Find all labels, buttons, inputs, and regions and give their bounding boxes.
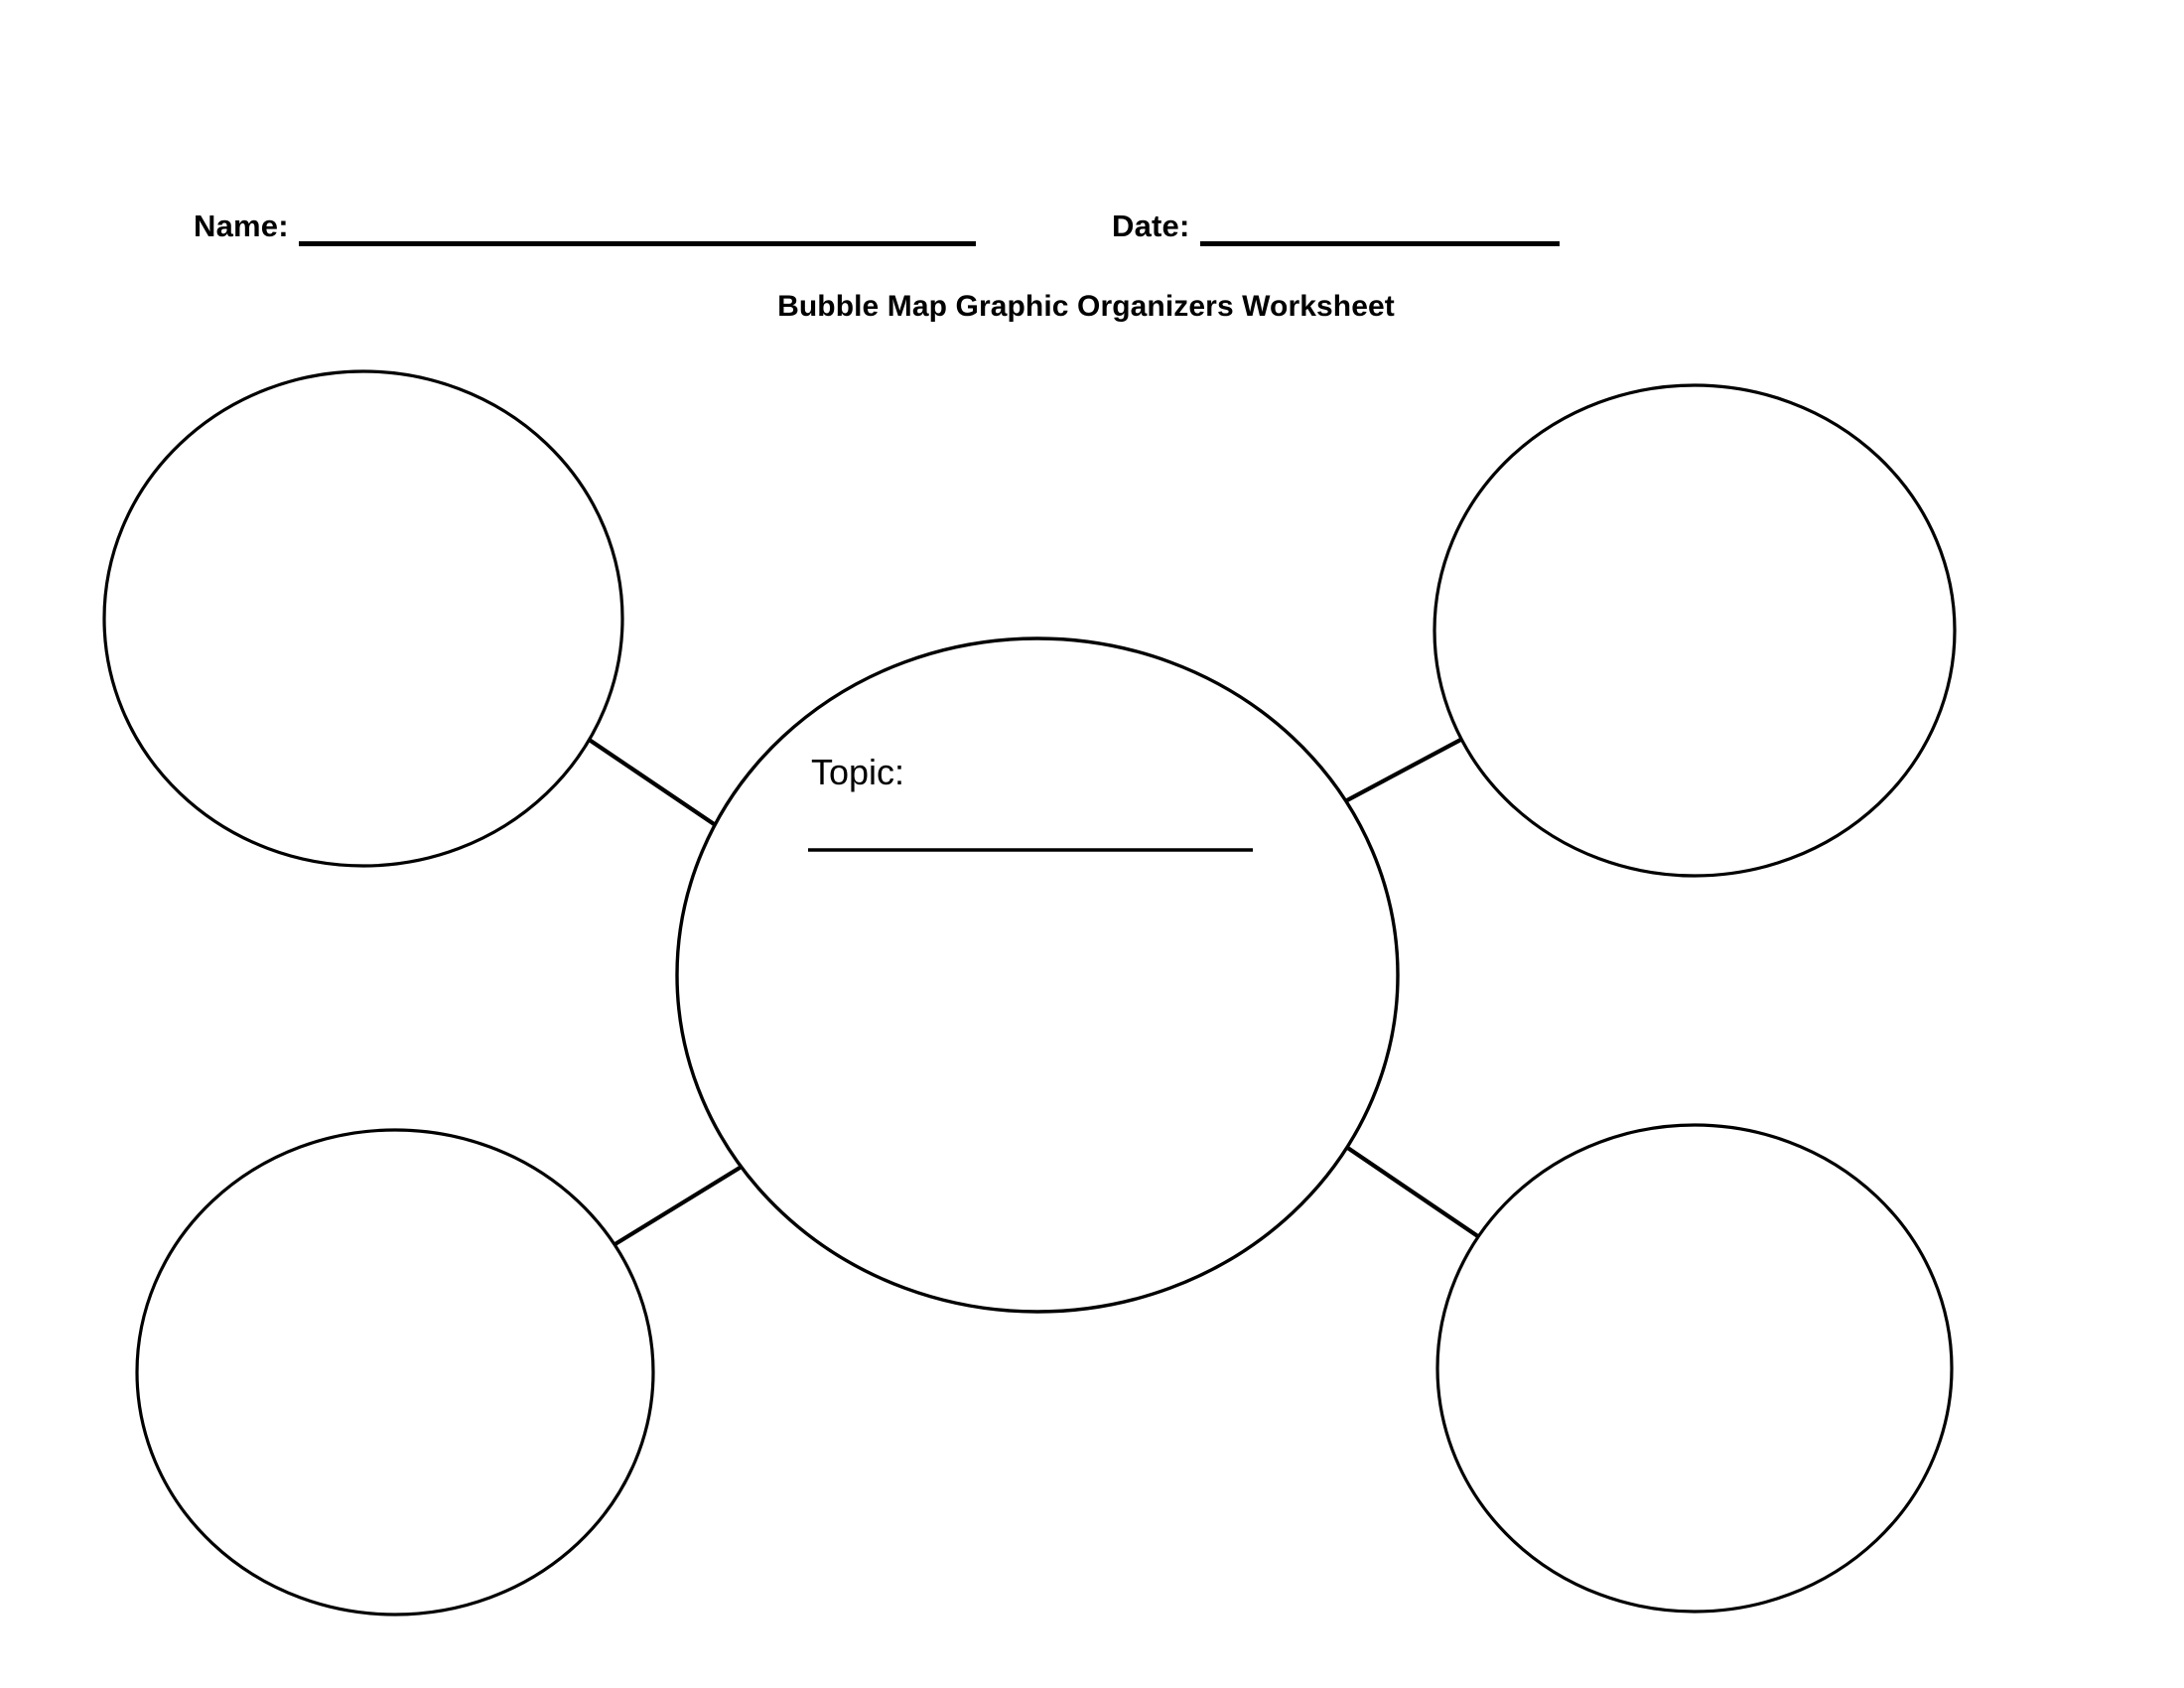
connector-center-to-top-left (586, 737, 731, 836)
name-write-in-line[interactable] (298, 241, 976, 246)
date-field-group: Date: (1112, 195, 1560, 246)
connector-center-to-bottom-left (612, 1152, 764, 1247)
header-row: Name: Date: (0, 195, 2184, 246)
connector-center-to-top-right (1331, 735, 1467, 810)
bubble-center-topic[interactable] (675, 636, 1400, 1314)
date-write-in-line[interactable] (1199, 241, 1560, 246)
name-field-group: Name: (194, 195, 976, 246)
page-title: Bubble Map Graphic Organizers Worksheet (777, 290, 1395, 323)
date-label: Date: (1112, 209, 1190, 243)
bubble-top-right[interactable] (1433, 383, 1957, 878)
bubble-top-left[interactable] (102, 369, 624, 868)
topic-label: Topic: (811, 752, 905, 792)
bubble-bottom-left[interactable] (135, 1128, 655, 1617)
connector-center-to-bottom-right (1322, 1130, 1487, 1243)
name-label: Name: (194, 209, 289, 243)
bubble-bottom-right[interactable] (1435, 1123, 1954, 1614)
